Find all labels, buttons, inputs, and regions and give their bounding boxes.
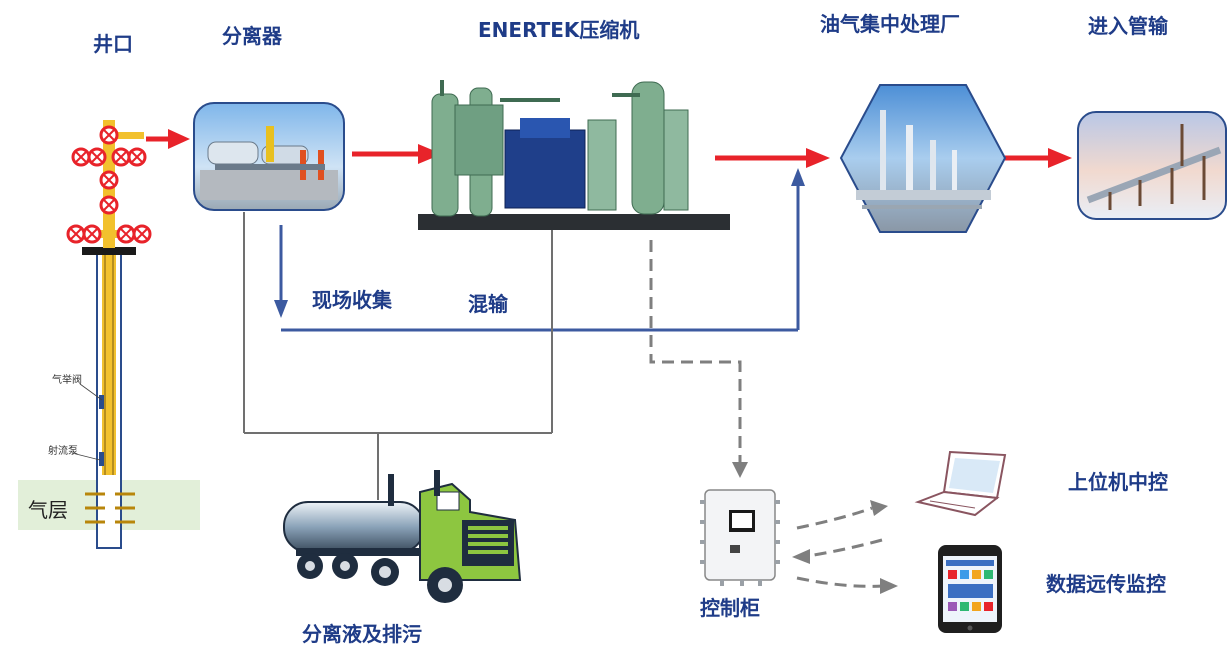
- label-control-cabinet: 控制柜: [700, 596, 760, 620]
- label-wellhead: 井口: [93, 32, 133, 56]
- tanker-truck-icon: [283, 470, 522, 603]
- arrow-compressor-to-plant: [715, 148, 830, 168]
- control-cabinet-icon: [700, 489, 780, 586]
- main-flow-arrows: [146, 129, 1072, 168]
- wellbore: [71, 247, 136, 549]
- jet-pump-marker: [99, 452, 104, 466]
- perforation-marks: [85, 492, 135, 524]
- signal-lines: [649, 240, 884, 588]
- arrow-up-to-plant: [791, 168, 805, 186]
- gas-lift-valve-marker: [99, 395, 104, 409]
- label-liquid-discharge: 分离液及排污: [302, 622, 422, 646]
- arrow-from-upper-computer: [792, 549, 810, 564]
- arrow-to-remote-monitor: [880, 578, 898, 594]
- wellhead-tree-icon: [66, 120, 152, 248]
- compressor-image: [418, 80, 730, 230]
- label-gas-layer: 气层: [28, 498, 68, 522]
- label-separator: 分离器: [222, 24, 282, 48]
- label-field-collect: 现场收集: [312, 288, 392, 312]
- mixed-transport-line: [279, 178, 800, 332]
- pipeline-image: [1077, 111, 1227, 220]
- label-plant: 油气集中处理厂: [820, 12, 960, 36]
- arrow-well-to-separator: [146, 129, 190, 149]
- label-compressor: ENERTEK压缩机: [478, 18, 640, 42]
- smartphone-icon: [938, 545, 1002, 633]
- label-pipeline: 进入管输: [1088, 14, 1168, 38]
- arrow-down-field-collect: [274, 300, 288, 318]
- label-mixed-transport: 混输: [468, 292, 508, 316]
- arrow-plant-to-pipeline: [1005, 148, 1072, 168]
- arrow-separator-to-compressor: [352, 144, 442, 164]
- plant-image: [839, 84, 1007, 233]
- arrow-to-upper-computer: [870, 500, 888, 516]
- laptop-icon: [914, 450, 1007, 517]
- drain-lines: [243, 212, 553, 500]
- label-gas-lift-valve: 气举阀: [52, 375, 82, 386]
- label-remote-monitor: 数据远传监控: [1046, 572, 1166, 596]
- separator-image: [193, 102, 345, 211]
- label-jet-pump: 射流泵: [48, 446, 78, 457]
- label-upper-computer: 上位机中控: [1068, 470, 1168, 494]
- arrow-to-control-cabinet: [732, 462, 748, 478]
